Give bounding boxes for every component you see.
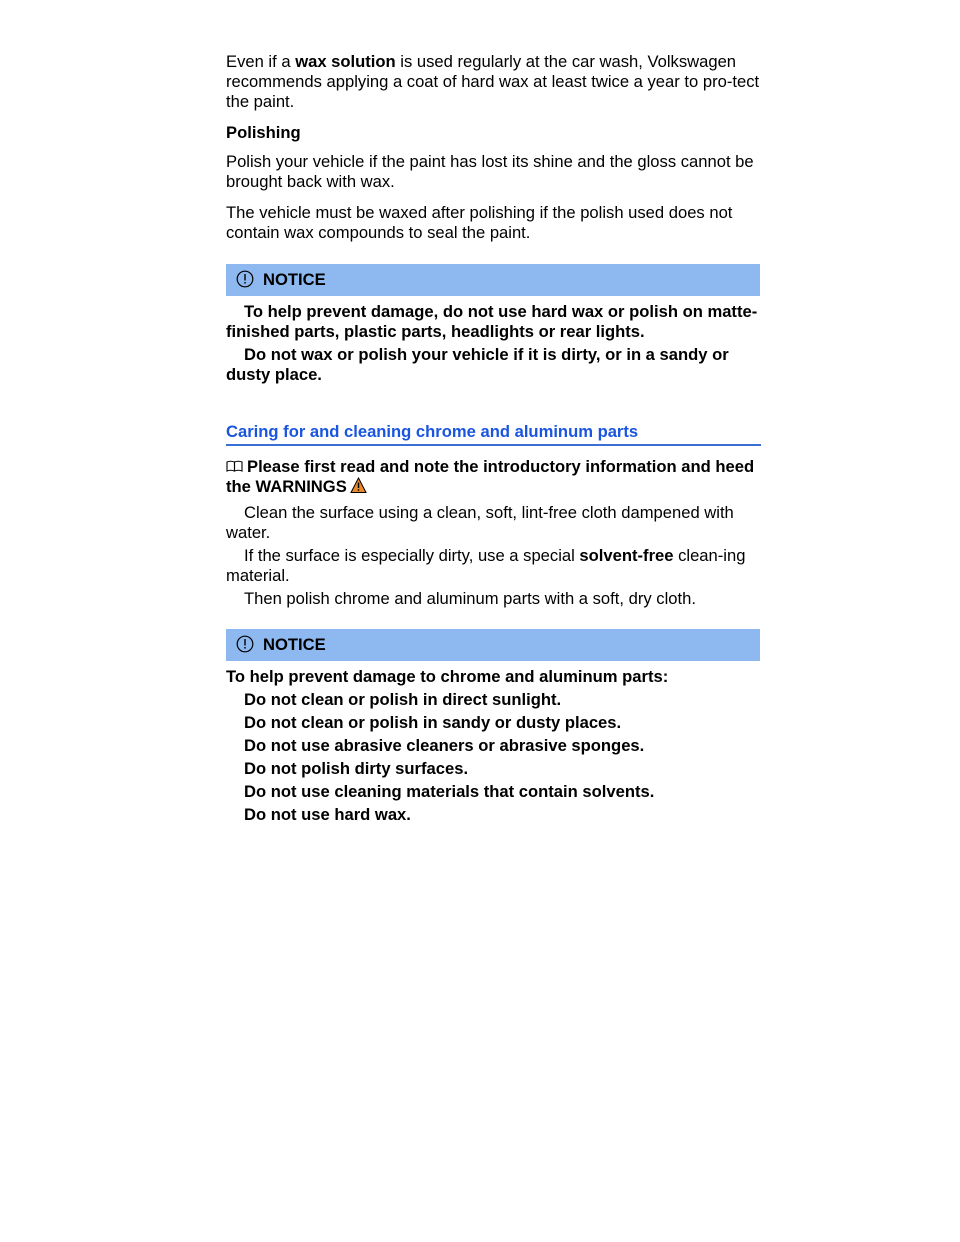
chrome-intro: Please first read and note the introduct… — [226, 457, 761, 497]
notice-label-1: NOTICE — [263, 270, 326, 289]
notice2-item: Do not polish dirty surfaces. — [244, 759, 469, 778]
chrome-section-title: Caring for and cleaning chrome and alumi… — [226, 422, 761, 446]
polishing-paragraph-2: The vehicle must be waxed after polishin… — [226, 203, 733, 242]
chrome-step-3: Then polish chrome and aluminum parts wi… — [244, 589, 696, 608]
notice2-item: Do not clean or polish in direct sunligh… — [244, 690, 562, 709]
notice2-item: Do not use cleaning materials that conta… — [244, 782, 655, 801]
notice2-lead: To help prevent damage to chrome and alu… — [226, 667, 669, 686]
chrome-step2-a: If the surface is especially dirty, use … — [244, 546, 580, 565]
notice1-line2: Do not wax or polish your vehicle if it … — [226, 345, 729, 384]
polishing-heading: Polishing — [226, 123, 301, 142]
wax-solution-term: wax solution — [295, 52, 396, 71]
wax-paragraph: Even if a wax solution is used regularly… — [226, 52, 761, 112]
solvent-free-term: solvent-free — [579, 546, 674, 565]
wax-text-c: is used regularly at the car wash, Volks… — [226, 52, 760, 111]
notice-label-2: NOTICE — [263, 635, 326, 654]
notice2-item: Do not use hard wax. — [244, 805, 411, 824]
manual-page: Even if a wax solution is used regularly… — [226, 52, 761, 825]
notice-bar-2: NOTICE — [226, 629, 760, 661]
polishing-paragraph-1: Polish your vehicle if the paint has los… — [226, 152, 754, 191]
book-icon[interactable] — [226, 458, 243, 472]
wax-text-a: Even if a — [226, 52, 296, 71]
notice2-item: Do not use abrasive cleaners or abrasive… — [244, 736, 645, 755]
notice-exclamation-icon — [236, 270, 254, 288]
chrome-step-1: Clean the surface using a clean, soft, l… — [226, 503, 734, 542]
chrome-step2-c: clean-ing material. — [226, 546, 746, 585]
notice-exclamation-icon — [236, 635, 254, 653]
notice1-line1: To help prevent damage, do not use hard … — [226, 302, 758, 341]
notice-bar-1: NOTICE — [226, 264, 760, 296]
warning-triangle-icon[interactable] — [349, 476, 367, 494]
chrome-intro-text: Please first read and note the introduct… — [226, 457, 755, 496]
notice2-item: Do not clean or polish in sandy or dusty… — [244, 713, 622, 732]
chrome-step-2: If the surface is especially dirty, use … — [226, 546, 761, 586]
